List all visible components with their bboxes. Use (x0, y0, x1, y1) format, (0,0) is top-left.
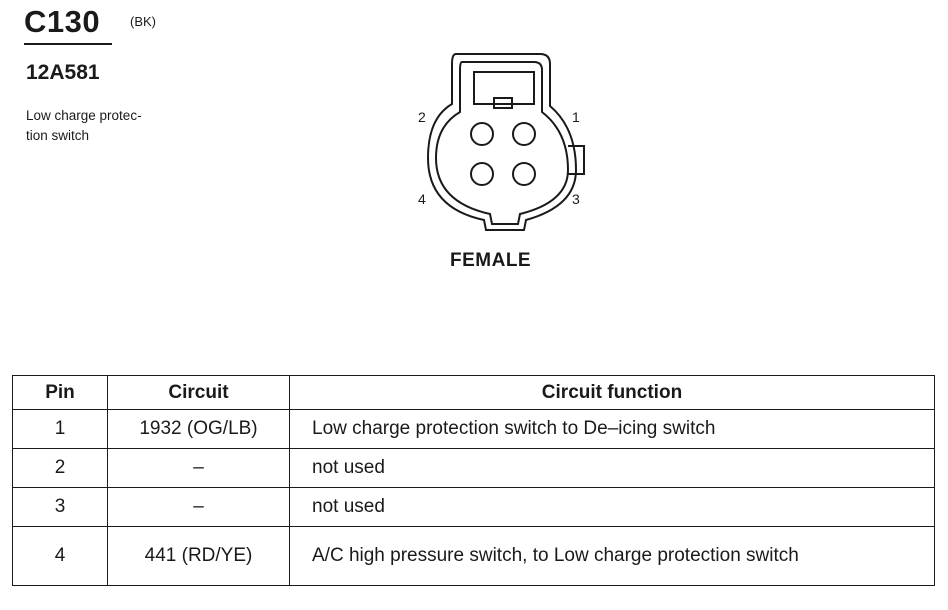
circuit-cell: 441 (RD/YE) (107, 526, 290, 586)
header-circuit-function: Circuit function (289, 375, 935, 410)
table-row: 3 – not used (12, 487, 935, 527)
connector-outer-shell (426, 53, 578, 231)
circuit-cell: – (107, 487, 290, 527)
header-pin: Pin (12, 375, 108, 410)
connector-id: C130 (24, 4, 101, 39)
table-row: 4 441 (RD/YE) A/C high pressure switch, … (12, 526, 935, 586)
part-number: 12A581 (26, 61, 100, 84)
pin-cell: 2 (12, 448, 108, 488)
pin-4-socket (470, 162, 494, 186)
function-cell: not used (289, 448, 935, 488)
function-cell: A/C high pressure switch, to Low charge … (289, 526, 935, 586)
function-cell: Low charge protection switch to De–icing… (289, 409, 935, 449)
connector-inner-shell (434, 61, 570, 225)
pin-3-socket (512, 162, 536, 186)
pin-label-2: 2 (418, 109, 426, 125)
latch-tab (493, 97, 513, 109)
pin-label-3: 3 (572, 191, 580, 207)
locking-latch (473, 71, 535, 105)
pin-label-4: 4 (418, 191, 426, 207)
header-circuit: Circuit (107, 375, 290, 410)
connector-id-underline (24, 43, 112, 45)
connector-color: (BK) (130, 14, 156, 29)
connector-gender-label: FEMALE (450, 250, 532, 271)
pin-cell: 3 (12, 487, 108, 527)
pin-cell: 4 (12, 526, 108, 586)
table-row: 2 – not used (12, 448, 935, 488)
pin-table: Pin Circuit Circuit function 1 1932 (OG/… (12, 375, 935, 586)
polarizing-key (568, 145, 585, 175)
pin-2-socket (470, 122, 494, 146)
table-row: 1 1932 (OG/LB) Low charge protection swi… (12, 409, 935, 449)
circuit-cell: 1932 (OG/LB) (107, 409, 290, 449)
pin-table-header-row: Pin Circuit Circuit function (12, 375, 935, 410)
function-cell: not used (289, 487, 935, 527)
pin-label-1: 1 (572, 109, 580, 125)
pin-cell: 1 (12, 409, 108, 449)
connector-face-diagram: 1 2 3 4 (418, 53, 585, 231)
component-name: Low charge protec-tion switch (26, 108, 142, 143)
circuit-cell: – (107, 448, 290, 488)
pin-1-socket (512, 122, 536, 146)
